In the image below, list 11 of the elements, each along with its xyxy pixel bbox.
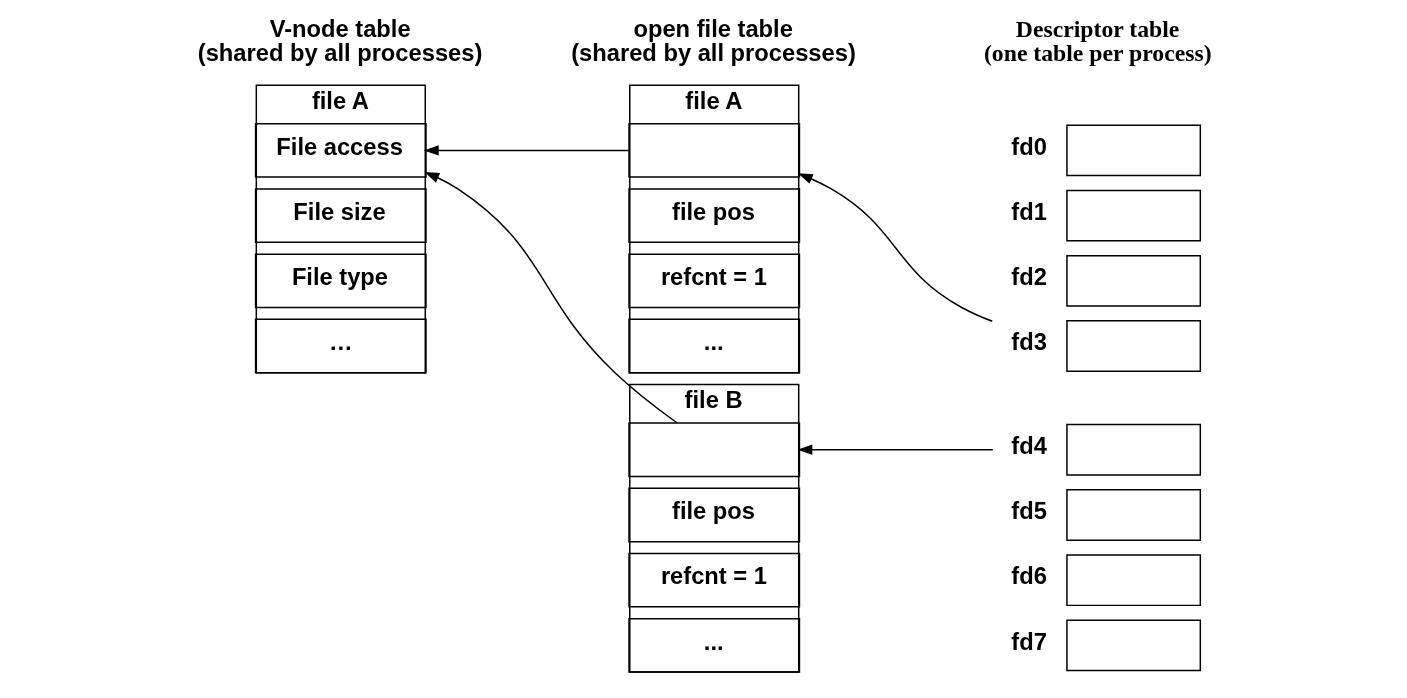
label: Descriptor table (one table per process) <box>983 16 1212 67</box>
node-label: fd0 <box>1011 133 1047 160</box>
node-label: fd7 <box>1011 628 1047 655</box>
label: V-node table (shared by all processes) <box>197 16 483 67</box>
node-label: fd6 <box>1011 563 1047 590</box>
label: open file table (shared by all processes) <box>571 16 856 67</box>
node-label: fd3 <box>1011 329 1047 356</box>
node-label: fd4 <box>1011 432 1047 459</box>
node-label: fd2 <box>1011 263 1047 290</box>
node-label: fd1 <box>1011 198 1047 225</box>
node-label: fd5 <box>1011 498 1047 525</box>
